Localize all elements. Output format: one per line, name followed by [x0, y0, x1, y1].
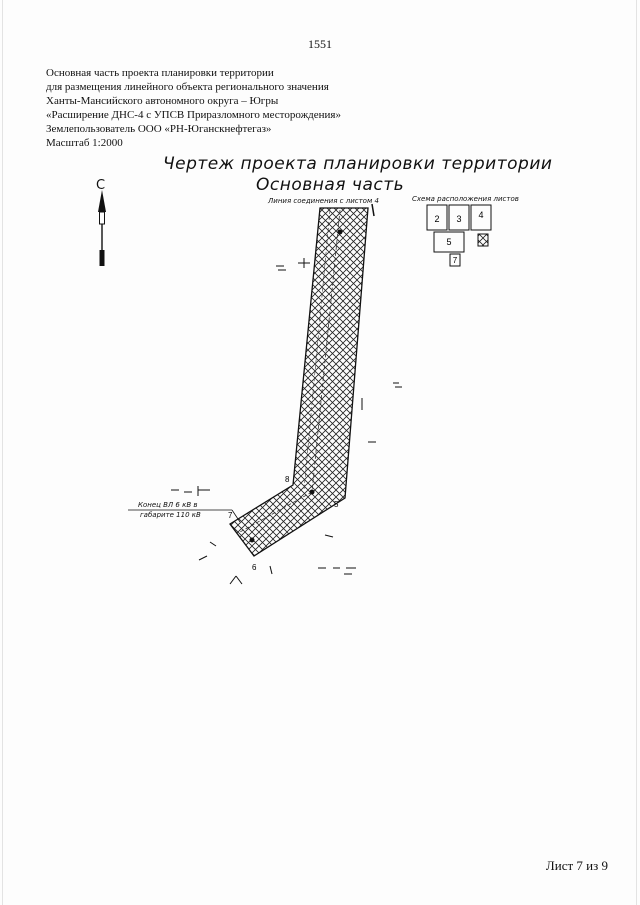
sheet-counter: Лист 7 из 9: [545, 858, 608, 873]
point-label-8: 8: [285, 475, 290, 484]
scan-edge-left: [2, 0, 3, 905]
north-arrow-icon: [98, 190, 106, 266]
axis-line-2: [303, 209, 331, 491]
sheet-7-label: 7: [453, 256, 458, 265]
header-line-2: для размещения линейного объекта региона…: [46, 81, 329, 93]
sheet-5-label: 5: [446, 237, 451, 247]
axis-line-1: [311, 209, 341, 493]
connection-tick: [371, 203, 375, 217]
header-line-1: Основная часть проекта планировки террит…: [46, 67, 274, 79]
header-line-5: Землепользователь ООО «РН-Юганскнефтегаз…: [46, 123, 272, 135]
point-label-6: 6: [252, 563, 257, 572]
sheet-4-label: 4: [478, 210, 483, 220]
header-line-6: Масштаб 1:2000: [46, 137, 123, 149]
survey-marks: [171, 258, 402, 585]
connection-label: Линия соединения с листом 4: [268, 197, 379, 205]
point-label-7: 7: [228, 511, 233, 520]
axis-line-3: [239, 491, 313, 533]
end-label-line2: габарите 110 кВ: [140, 511, 201, 519]
sheet-2-label: 2: [434, 214, 439, 224]
header-line-3: Ханты-Мансийского автономного округа – Ю…: [46, 95, 279, 107]
scheme-title: Схема расположения листов: [412, 195, 519, 203]
end-label-line1: Конец ВЛ 6 кВ в: [138, 501, 198, 509]
sheet-scheme: 2 3 4 5 7: [426, 204, 492, 267]
north-label: С: [96, 178, 106, 193]
drawing-title: Чертеж проекта планировки территории: [163, 154, 553, 174]
pole-marker: [337, 229, 343, 235]
scan-edge-right: [636, 0, 637, 905]
header-line-4: «Расширение ДНС-4 с УПСВ Приразломного м…: [46, 109, 341, 121]
sheet-3-label: 3: [456, 214, 461, 224]
planning-zone: [229, 207, 369, 557]
point-label-5: 5: [334, 500, 339, 509]
page-number: 1551: [308, 37, 332, 51]
pole-marker: [249, 537, 255, 543]
pole-marker: [309, 489, 315, 495]
drawing-subtitle: Основная часть: [256, 175, 405, 195]
